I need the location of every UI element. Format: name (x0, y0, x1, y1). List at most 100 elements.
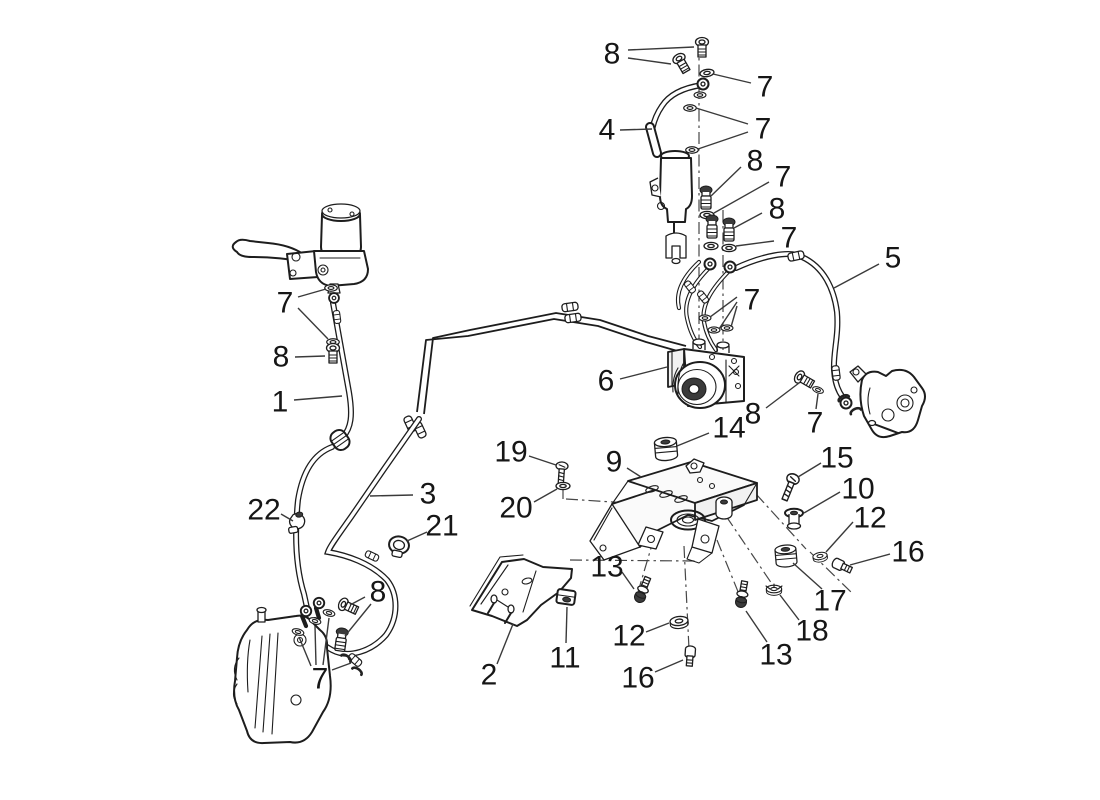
leader-line-sealing-washer (298, 636, 312, 667)
front-caliper (232, 596, 332, 745)
banjo-bolt (694, 36, 710, 58)
abs-modulator-6 (667, 338, 745, 409)
washer-20 (555, 481, 571, 491)
leader-line-sealing-washer (297, 288, 327, 298)
part-number-10-18: 10 (841, 473, 874, 506)
part-number-15-17: 15 (820, 442, 853, 475)
banjo-bolt (722, 217, 736, 242)
leader-line-sealing-washer (713, 181, 770, 214)
hard-brake-pipes (402, 301, 687, 440)
bushing-10 (784, 507, 804, 530)
part-number-6-10: 6 (598, 365, 615, 398)
leader-line-hose-clip (280, 513, 294, 522)
leader-line-rubber-grommet (676, 432, 710, 447)
washer-18 (765, 583, 783, 596)
leader-line-banjo-bolt (349, 596, 366, 606)
banjo-eye (312, 596, 326, 610)
screw-15 (777, 471, 802, 504)
leader-line-sealing-washer (695, 107, 749, 125)
part-number-20-15: 20 (499, 492, 532, 525)
hose-crimp (363, 549, 381, 563)
banjo-bolt (705, 214, 719, 239)
part-number-8-35: 8 (273, 341, 290, 374)
part-number-7-7: 7 (781, 222, 798, 255)
pipe-ferrule (560, 301, 580, 313)
leader-line-screw (528, 455, 557, 466)
mounting-bracket-9 (589, 458, 758, 564)
sealing-washer (351, 664, 365, 677)
front-master-cylinder (231, 203, 369, 294)
grommet-14 (653, 435, 679, 463)
rear-caliper-hardware (791, 368, 863, 416)
part-number-13-26: 13 (759, 639, 792, 672)
bleed-valve (333, 626, 350, 653)
part-number-14-13: 14 (712, 412, 745, 445)
leader-line-sealing-washer (815, 393, 819, 410)
hose-clip-21 (385, 533, 412, 560)
leader-line-spacer-bushing (803, 491, 841, 514)
part-number-13-23: 13 (590, 551, 623, 584)
leader-line-banjo-bolt (344, 603, 372, 637)
leader-line-sealing-washer (730, 305, 738, 328)
sealing-washer (848, 405, 863, 416)
part-number-12-19: 12 (853, 502, 886, 535)
part-number-8-11: 8 (745, 398, 762, 431)
leader-line-abs-modulator (619, 366, 668, 380)
part-number-7-9: 7 (744, 284, 761, 317)
part-number-19-14: 19 (494, 436, 527, 469)
leader-line-sealing-washer (314, 625, 317, 666)
hose-clip-22 (285, 510, 308, 535)
banjo-bolt (791, 368, 817, 391)
leader-line-sealing-washer (697, 131, 749, 150)
sealing-washer (698, 67, 716, 79)
leader-line-banjo-bolt (733, 212, 763, 229)
leader-line-sealing-washer (718, 301, 738, 330)
screw-19 (554, 460, 569, 486)
part-number-7-34: 7 (277, 287, 294, 320)
leader-line-bolt (849, 553, 891, 566)
leader-line-banjo-bolt (765, 382, 800, 409)
leader-line-rear-master-cylinder-pipe (619, 128, 653, 131)
banjo-eye (723, 260, 737, 274)
front-brake-hose-1 (296, 303, 352, 612)
washer-12 (668, 614, 690, 631)
hose-crimp (696, 289, 710, 305)
part-number-16-25: 16 (621, 662, 654, 695)
bolt-13 (733, 579, 751, 610)
banjo-eye (839, 396, 853, 410)
sealing-washer (703, 241, 719, 251)
banjo-bolt (325, 342, 341, 364)
leader-line-banjo-bolt (710, 166, 742, 197)
leader-line-washer (779, 594, 800, 621)
sealing-washer (324, 284, 338, 292)
leader-line-sealing-washer (709, 296, 738, 318)
leader-line-sealing-washer (712, 73, 752, 84)
abs-guard-2 (469, 554, 573, 627)
leader-line-rear-brake-hose (833, 263, 880, 289)
part-number-8-6: 8 (769, 193, 786, 226)
leader-line-washer (825, 521, 854, 553)
leader-line-sealing-washer (735, 240, 775, 247)
sealing-washer (321, 607, 337, 619)
hose-crimp (830, 364, 842, 382)
leader-line-abs-mounting-bracket (626, 467, 642, 478)
part-number-16-20: 16 (891, 536, 924, 569)
part-number-11-27: 11 (549, 642, 580, 675)
leader-line-rubber-grommet (792, 562, 823, 590)
sealing-washer (685, 146, 699, 154)
part-number-8-4: 8 (747, 145, 764, 178)
sealing-washer (811, 384, 825, 396)
leader-line-sealing-washer (322, 617, 330, 666)
leader-line-washer (645, 622, 670, 633)
sealing-washer (707, 326, 721, 334)
part-number-4-2: 4 (599, 114, 616, 147)
part-number-3-31: 3 (420, 478, 437, 511)
part-number-7-5: 7 (775, 161, 792, 194)
bolt-16 (830, 556, 854, 576)
sealing-washer (683, 104, 697, 112)
bolt-16 (683, 645, 697, 667)
rear-brake-hose-5 (736, 249, 846, 401)
